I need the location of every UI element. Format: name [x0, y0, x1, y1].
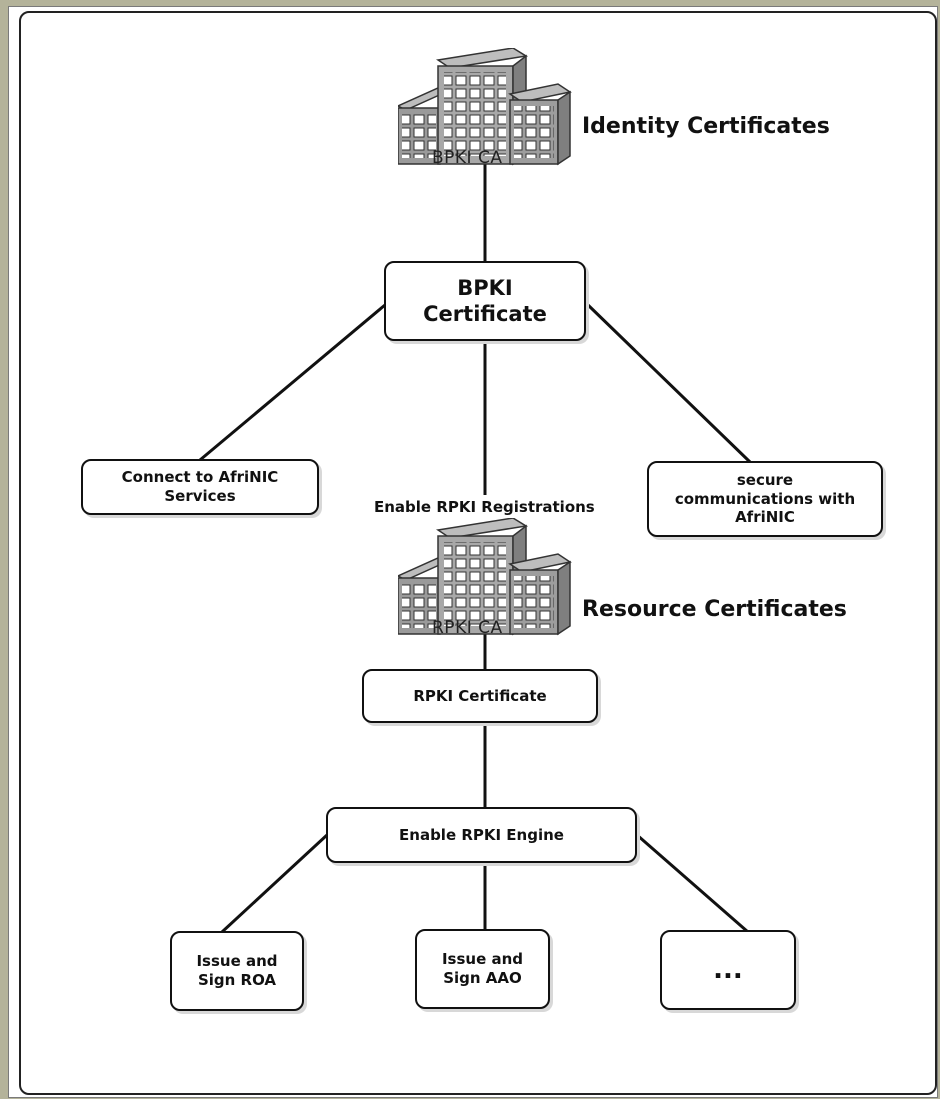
issue-sign-aao-node: Issue and Sign AAO — [415, 929, 550, 1009]
bpki-ca-label: BPKI CA — [432, 148, 503, 168]
bpki-certificate-text: BPKI Certificate — [423, 275, 547, 326]
identity-certificates-label: Identity Certificates — [582, 114, 830, 139]
rpki-ca-label: RPKI CA — [432, 618, 503, 638]
diagram-canvas — [8, 6, 938, 1098]
enable-rpki-registrations-label: Enable RPKI Registrations — [374, 498, 595, 516]
resource-certificates-label: Resource Certificates — [582, 597, 847, 622]
bpki-ca-building-icon — [398, 48, 572, 166]
line-bpki-cert-to-secure — [586, 303, 752, 464]
secure-communications-text: secure communications with AfriNIC — [674, 470, 856, 527]
enable-rpki-engine-node: Enable RPKI Engine — [326, 807, 637, 863]
secure-communications-node: secure communications with AfriNIC — [647, 461, 883, 537]
more-node: ... — [660, 930, 796, 1010]
connect-services-node: Connect to AfriNIC Services — [81, 459, 319, 515]
line-engine-to-more — [636, 833, 749, 934]
rpki-certificate-text: RPKI Certificate — [413, 686, 547, 705]
line-bpki-cert-to-connect — [199, 303, 386, 462]
issue-sign-roa-node: Issue and Sign ROA — [170, 931, 304, 1011]
issue-sign-aao-text: Issue and Sign AAO — [441, 950, 524, 987]
rpki-ca-building-icon — [398, 518, 572, 636]
more-text: ... — [713, 954, 743, 985]
enable-rpki-engine-text: Enable RPKI Engine — [399, 825, 564, 844]
bpki-certificate-node: BPKI Certificate — [384, 261, 586, 341]
rpki-certificate-node: RPKI Certificate — [362, 669, 598, 723]
connect-services-text: Connect to AfriNIC Services — [121, 468, 279, 505]
issue-sign-roa-text: Issue and Sign ROA — [196, 952, 278, 989]
line-engine-to-roa — [220, 833, 329, 934]
